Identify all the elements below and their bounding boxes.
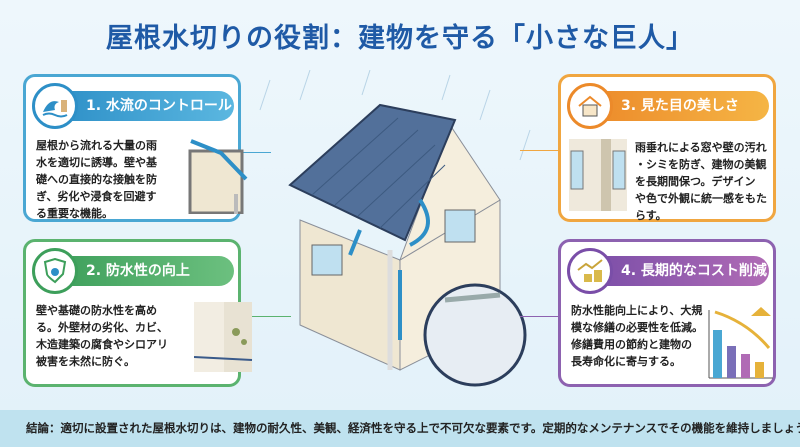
stain-wall-illustration xyxy=(569,139,627,211)
roof xyxy=(288,103,457,242)
water-flow-arrow xyxy=(409,198,430,247)
window xyxy=(444,209,476,243)
shield-drop-icon xyxy=(32,248,78,294)
coins-growth-icon xyxy=(567,248,613,294)
rain-streaks xyxy=(259,70,531,161)
card-body: 屋根から流れる大量の雨水を適切に誘導。壁や基礎への直接的な接触を防ぎ、劣化や浸食… xyxy=(36,139,157,220)
connector-line xyxy=(520,316,558,317)
card-cost-reduction: 4. 長期的なコスト削減 防水性能向上により、大規模な修繕の必要性を低減。修繕費… xyxy=(558,239,776,387)
connector-line xyxy=(241,316,291,317)
card-heading: 1. 水流のコントロール xyxy=(54,91,234,121)
card-heading: 2. 防水性の向上 xyxy=(54,256,234,286)
card-appearance: 3. 見た目の美しさ 雨垂れによる窓や壁の汚れ・シミを防ぎ、建物の美観を長期間保… xyxy=(558,74,776,222)
card-body: 雨垂れによる窓や壁の汚れ・シミを防ぎ、建物の美観を長期間保つ。デザインや色で外観… xyxy=(635,141,767,222)
connector-line xyxy=(520,150,558,151)
card-heading: 3. 見た目の美しさ xyxy=(589,91,769,121)
card-heading: 4. 長期的なコスト削減 xyxy=(589,256,769,286)
wave-icon xyxy=(32,83,78,129)
house-sparkle-icon xyxy=(567,83,613,129)
water-flow-arrow xyxy=(348,229,362,256)
card-body: 壁や基礎の防水性を高める。外壁材の劣化、カビ、木造建築の腐食やシロアリ被害を未然… xyxy=(36,304,168,368)
cost-decline-illustration xyxy=(708,307,773,379)
card-water-flow-control: 1. 水流のコントロール 屋根から流れる大量の雨水を適切に誘導。壁や基礎への直接… xyxy=(23,74,248,222)
window xyxy=(311,244,343,276)
connector-line xyxy=(241,152,271,153)
detail-inset xyxy=(423,283,527,387)
page-title: 屋根水切りの役割：建物を守る「小さな巨人」 xyxy=(106,23,694,54)
conclusion-banner: 結論：適切に設置された屋根水切りは、建物の耐久性、美観、経済性を守る上で不可欠な… xyxy=(0,410,800,447)
card-body: 防水性能向上により、大規模な修繕の必要性を低減。修繕費用の節約と建物の長寿命化に… xyxy=(571,304,703,368)
card-waterproofing: 2. 防水性の向上 壁や基礎の防水性を高める。外壁材の劣化、カビ、木造建築の腐食… xyxy=(23,239,253,387)
mold-wall-illustration xyxy=(194,302,253,372)
house-illustration xyxy=(259,70,531,387)
house-wall-front xyxy=(299,219,401,371)
gutter-illustration xyxy=(188,139,248,214)
